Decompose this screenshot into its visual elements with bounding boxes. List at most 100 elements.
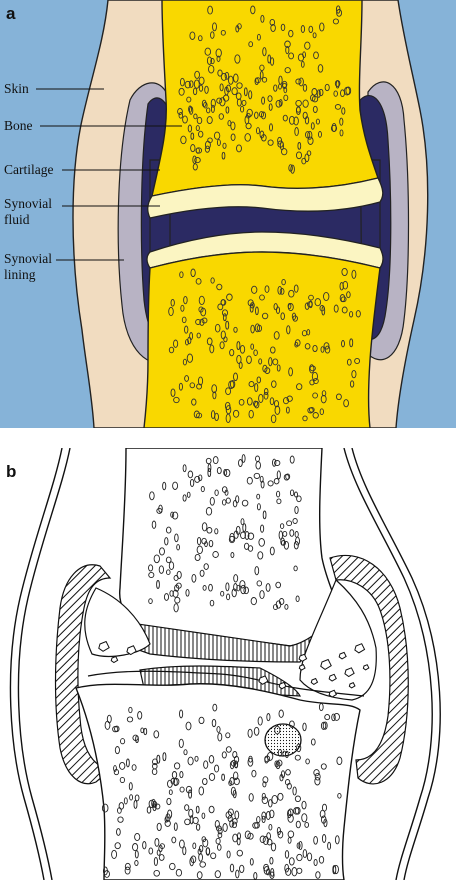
bone-pore <box>198 295 205 306</box>
bone-pore <box>282 530 288 537</box>
bone-pore <box>173 777 180 786</box>
bone-pore <box>224 71 230 80</box>
bone-pore <box>335 393 342 401</box>
bone-fragment <box>354 643 366 654</box>
bone-pore <box>205 507 213 516</box>
bone-pore <box>216 139 221 147</box>
bone-pore <box>126 716 134 723</box>
bone-pore <box>247 545 254 552</box>
bone-pore <box>187 470 194 479</box>
bone-pore <box>221 499 227 506</box>
bone-pore <box>315 118 320 125</box>
bone-pore <box>281 148 288 156</box>
bone-pore <box>257 551 264 560</box>
bone-pore <box>294 127 299 137</box>
bone-pore <box>280 312 285 321</box>
bone-pore <box>273 478 280 485</box>
bone-pore <box>247 532 255 540</box>
bone-pore <box>254 566 260 576</box>
bone-pore <box>253 400 258 407</box>
bone-pore <box>273 331 280 340</box>
bone-pore <box>254 77 259 86</box>
bone-pore <box>226 593 231 601</box>
label-bone: Bone <box>4 118 33 133</box>
bone-pore <box>250 597 257 606</box>
bone-pore <box>323 342 330 350</box>
bone-pore <box>216 283 223 291</box>
bone-pore <box>148 598 153 604</box>
bone-pore <box>178 738 184 749</box>
bone-pore <box>175 582 182 589</box>
bone-pore <box>225 413 231 423</box>
bone-pore <box>173 603 179 613</box>
bone-pore <box>134 850 139 859</box>
bone-pore <box>248 381 255 388</box>
bone-pore <box>287 809 292 819</box>
bone-pore <box>309 365 316 372</box>
bone-pore <box>194 157 201 164</box>
bone-pore <box>346 291 351 299</box>
bone-pore <box>131 764 137 771</box>
bone-pore <box>198 306 204 313</box>
bone-pore <box>195 823 201 831</box>
bone-pore <box>252 822 259 829</box>
bone-pore <box>302 99 309 108</box>
bone-pore <box>238 459 243 467</box>
bone-pore <box>164 816 169 823</box>
bone-pore <box>268 823 273 831</box>
bone-pore <box>221 486 228 493</box>
bone-pore <box>341 267 348 277</box>
bone-pore <box>254 382 259 393</box>
bone-pore <box>294 505 299 515</box>
bone-pore <box>170 388 176 397</box>
bone-pore <box>288 52 295 60</box>
bone-pore <box>185 588 190 597</box>
bone-pore <box>205 847 211 856</box>
bone-pore <box>243 87 248 97</box>
bone-pore <box>355 310 361 318</box>
bone-pore <box>230 552 235 558</box>
bone-pore <box>179 786 185 793</box>
bone-pore <box>270 414 277 424</box>
bone-pore <box>162 481 167 491</box>
bone-fragment <box>98 640 110 652</box>
bone-pore <box>284 67 291 74</box>
bone-pore <box>239 580 246 589</box>
bone-pore <box>208 583 213 592</box>
bone-pore <box>267 95 273 102</box>
bone-pore <box>235 25 240 33</box>
bone-pore <box>229 863 235 873</box>
bone-pore <box>194 553 201 562</box>
bone-pore <box>281 278 286 286</box>
bone-pore <box>214 323 221 333</box>
bone-pore <box>164 819 171 827</box>
bone-pore <box>250 5 256 15</box>
bone-pore <box>151 520 157 529</box>
bone-pore <box>313 859 318 866</box>
bone-pore <box>302 84 308 92</box>
bone-pore <box>134 832 141 842</box>
bone-pore <box>158 854 165 861</box>
bone-pore <box>306 852 313 862</box>
bone-pore <box>119 761 126 770</box>
bone-pore <box>301 800 307 810</box>
bone-pore <box>304 821 310 828</box>
bone-pore <box>218 113 224 120</box>
bone-pore <box>207 468 212 478</box>
bone-pore <box>190 132 195 140</box>
bone-pore <box>211 718 217 728</box>
bone-pore <box>277 792 284 801</box>
bone-pore <box>334 80 341 87</box>
bone-pore <box>203 760 209 769</box>
bone-pore <box>319 408 324 416</box>
bone-pore <box>334 104 342 110</box>
bone-pore <box>287 303 292 310</box>
bone-pore <box>207 463 212 472</box>
bone-pore <box>283 94 289 101</box>
bone-pore <box>284 604 289 610</box>
bone-pore <box>167 809 173 819</box>
bone-pore <box>349 380 355 388</box>
bone-pore <box>182 115 188 124</box>
bone-pore <box>262 836 269 845</box>
bone-pore <box>196 871 203 880</box>
